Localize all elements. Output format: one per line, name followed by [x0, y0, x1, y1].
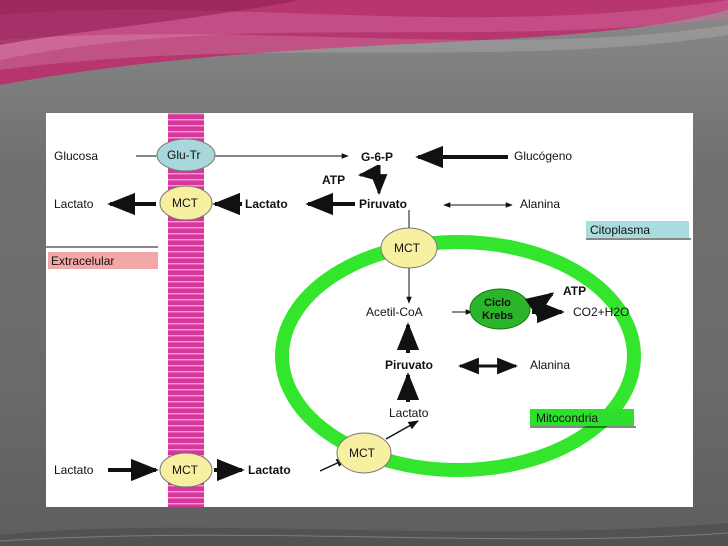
- mct-transporter-mito-top: [380, 227, 438, 269]
- label-mct-mito-bottom: MCT: [349, 446, 376, 460]
- label-acetil-coa: Acetil-CoA: [366, 305, 423, 319]
- label-piruvato-cyto: Piruvato: [359, 197, 407, 211]
- extracelular-box: [48, 252, 158, 269]
- mitocondria-box: [530, 409, 634, 426]
- slide-canvas: Glucosa Glu-Tr G-6-P Glucógeno ATP Lacta…: [46, 113, 693, 507]
- label-glu-tr: Glu-Tr: [167, 148, 201, 162]
- glu-tr-transporter: [156, 138, 216, 172]
- label-ciclo: Ciclo: [484, 297, 511, 309]
- mct-transporter-mito-bottom: [336, 432, 392, 474]
- mitochondria-ring: [275, 235, 641, 477]
- label-alanina-mito: Alanina: [530, 358, 570, 372]
- label-lactato-bottom: Lactato: [248, 463, 291, 477]
- label-atp-top: ATP: [322, 173, 345, 187]
- label-mct-bottom: MCT: [172, 463, 199, 477]
- mct-transporter-bottom: [159, 452, 213, 488]
- decorative-top-band: [0, 0, 728, 85]
- label-lactato-ext-bottom: Lactato: [54, 463, 94, 477]
- label-glucosa: Glucosa: [54, 149, 98, 163]
- mct-transporter-top: [159, 185, 213, 221]
- label-glucogeno: Glucógeno: [514, 149, 572, 163]
- label-alanina-cyto: Alanina: [520, 197, 560, 211]
- lactate-metabolism-diagram: Glucosa Glu-Tr G-6-P Glucógeno ATP Lacta…: [46, 113, 691, 507]
- citoplasma-box: [586, 221, 689, 238]
- label-citoplasma: Citoplasma: [590, 223, 650, 237]
- label-extracelular: Extracelular: [51, 254, 114, 268]
- label-mitocondria: Mitocondria: [536, 411, 598, 425]
- arrow-atp-release: [357, 164, 380, 182]
- label-mct-top: MCT: [172, 196, 199, 210]
- label-g6p: G-6-P: [361, 150, 393, 164]
- cell-membrane: [168, 113, 204, 507]
- decorative-bottom-band: [0, 523, 728, 546]
- label-lactato-cyto: Lactato: [245, 197, 288, 211]
- arrow-mct-mito-to-lactato: [385, 420, 419, 440]
- label-mct-mito-top: MCT: [394, 241, 421, 255]
- label-krebs: Krebs: [482, 310, 513, 322]
- label-piruvato-mito: Piruvato: [385, 358, 433, 372]
- label-atp-mito: ATP: [563, 284, 586, 298]
- label-co2-h2o: CO2+H2O: [573, 305, 629, 319]
- label-lactato-mito: Lactato: [389, 406, 429, 420]
- label-lactato-ext-top: Lactato: [54, 197, 94, 211]
- krebs-cycle: [469, 288, 531, 330]
- arrow-krebs-to-atp: [524, 292, 555, 318]
